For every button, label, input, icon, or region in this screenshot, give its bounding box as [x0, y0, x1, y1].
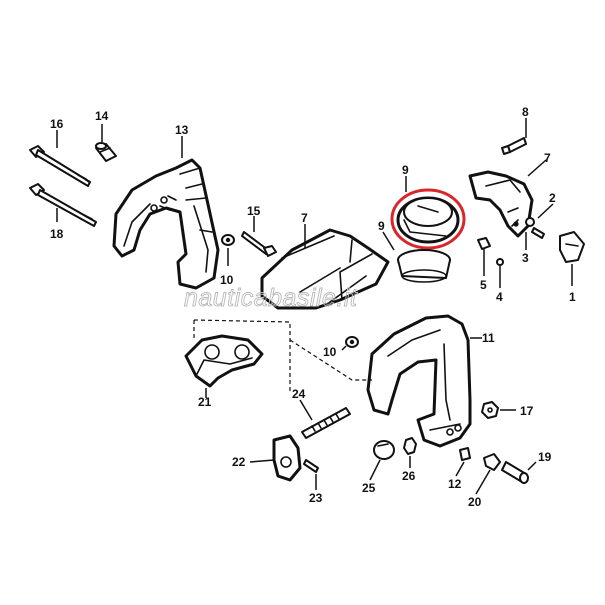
callout-16: 16: [50, 117, 64, 131]
part-12-grease-fitting: [459, 447, 471, 461]
part-20-clip: [483, 453, 501, 471]
callout-11: 11: [482, 331, 495, 345]
callout-13: 13: [175, 123, 189, 137]
callout-3: 3: [522, 251, 529, 265]
part-18-long-bolt: [29, 183, 97, 227]
part-4-oring: [496, 258, 504, 266]
callout-7-yoke: 7: [544, 151, 551, 165]
callout-24: 24: [292, 387, 306, 401]
part-22-cam: [272, 434, 302, 482]
part-2-washer: [525, 217, 535, 227]
part-3-screw: [531, 227, 545, 239]
part-15-bolt: [241, 231, 277, 257]
part-24-threaded-rod: [301, 407, 351, 439]
part-7-swivel-cover: [260, 228, 390, 310]
part-13-clamp-bracket: [112, 158, 220, 290]
part-5-pin: [477, 237, 491, 250]
part-25-disc: [373, 440, 395, 460]
callout-20: 20: [468, 495, 482, 509]
callout-7-cover: 7: [301, 211, 308, 225]
highlight-circle: [390, 188, 466, 250]
assembly-dashed-lines: [193, 319, 372, 392]
callout-10-lower: 10: [323, 345, 337, 359]
callout-4: 4: [496, 290, 503, 304]
callout-1: 1: [569, 290, 576, 304]
callout-22: 22: [232, 455, 246, 469]
part-11-swivel-bracket: [366, 314, 472, 448]
part-10-washer-upper: [221, 234, 235, 246]
callout-23: 23: [309, 491, 323, 505]
part-8-bolt: [501, 137, 527, 155]
part-1-knob: [559, 231, 585, 263]
part-10-washer-lower: [345, 336, 359, 348]
callout-9-lower: 9: [378, 219, 385, 233]
part-21-tilt-lever: [184, 334, 264, 388]
callout-21: 21: [198, 395, 212, 409]
callout-10-upper: 10: [220, 273, 234, 287]
callout-2: 2: [549, 191, 556, 205]
part-26-nut: [403, 437, 417, 455]
callout-labels: 1 2 3 4 5 7 7 8 9 9 10 10 11 12 13 14 15…: [50, 105, 576, 509]
callout-19: 19: [538, 450, 552, 464]
part-23-screw: [303, 459, 319, 473]
part-9-bushing-upper: [396, 196, 460, 244]
callout-25: 25: [362, 481, 376, 495]
callout-8: 8: [522, 105, 529, 119]
callout-12: 12: [448, 477, 462, 491]
part-9-bushing-lower: [397, 249, 451, 283]
leader-lines: [56, 118, 573, 495]
callout-17: 17: [520, 404, 534, 418]
callout-15: 15: [247, 204, 261, 218]
part-7-steering-yoke: [468, 170, 534, 238]
callout-14: 14: [95, 109, 109, 123]
part-14-bushing: [95, 142, 117, 162]
callout-26: 26: [402, 469, 416, 483]
part-16-long-bolt: [29, 145, 91, 187]
callout-18: 18: [50, 227, 64, 241]
part-17-nut: [481, 401, 499, 419]
watermark-text: nauticabasile.it: [184, 284, 358, 312]
callout-9-upper: 9: [402, 163, 409, 177]
part-19-pin: [501, 461, 529, 484]
callout-5: 5: [480, 278, 487, 292]
